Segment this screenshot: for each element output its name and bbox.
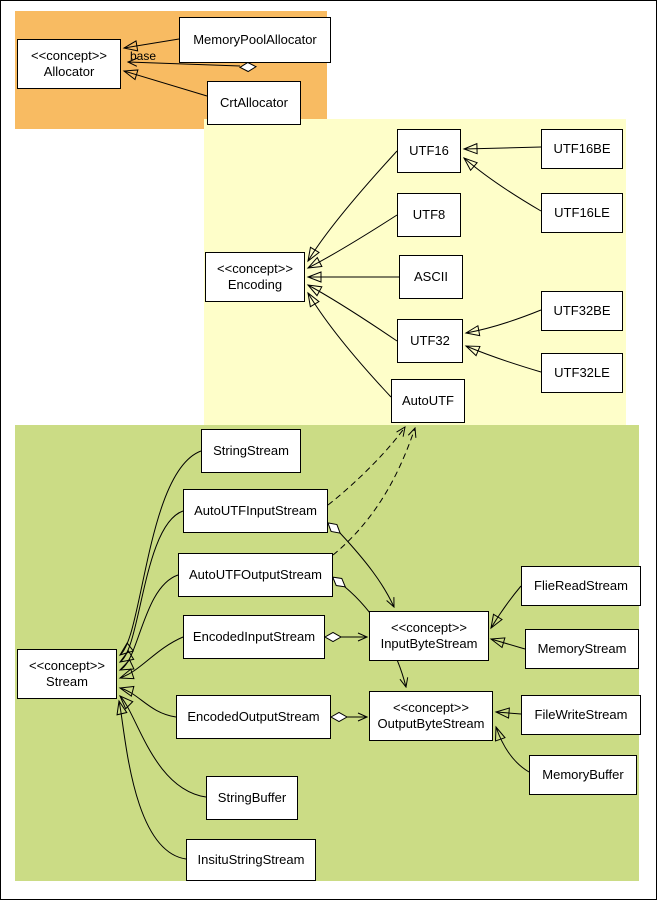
stereotype-label: <<concept>>	[217, 261, 293, 276]
node-label: MemoryPoolAllocator	[193, 32, 317, 47]
stereotype-label: <<concept>>	[391, 620, 467, 635]
edge-utf16le-to-utf16	[462, 157, 542, 212]
edge-insitustringstream-to-stream	[116, 699, 187, 860]
node-utf16: UTF16	[397, 129, 461, 173]
edge-encodedoutputstream-to-stream	[118, 685, 177, 718]
edge-memorypoolallocator-to-allocator	[122, 38, 180, 52]
node-label: MemoryStream	[537, 641, 627, 656]
node-stream-concept: <<concept>> Stream	[17, 649, 117, 699]
node-label: UTF16BE	[553, 141, 611, 156]
node-fliereadstream: FlieReadStream	[521, 566, 641, 606]
node-label: InsituStringStream	[197, 852, 305, 867]
node-label: MemoryBuffer	[542, 767, 624, 782]
node-utf32le: UTF32LE	[541, 353, 623, 393]
node-label: StringBuffer	[217, 790, 287, 805]
node-autoutfoutputstream: AutoUTFOutputStream	[178, 553, 333, 597]
node-memorypoolallocator: MemoryPoolAllocator	[179, 17, 331, 63]
node-allocator-concept: <<concept>> Allocator	[17, 39, 121, 89]
edge-stringstream-to-stream	[118, 450, 202, 656]
node-label: AutoUTF	[401, 393, 454, 408]
node-encodedoutputstream: EncodedOutputStream	[176, 695, 331, 739]
node-stringstream: StringStream	[201, 429, 301, 473]
node-label: Encoding	[227, 277, 283, 292]
edge-utf32be-to-utf32	[464, 309, 542, 337]
edge-memorybuffer-to-outputbytestream	[494, 725, 530, 773]
edge-fliereadstream-to-inputbytestream	[490, 585, 522, 630]
edge-autoutfinputstream-dep-autoutf	[327, 427, 405, 506]
edge-autoutfoutputstream-to-stream	[118, 574, 179, 671]
node-label: Allocator	[43, 64, 95, 79]
edge-utf8-to-encoding	[306, 214, 398, 269]
node-label: ASCII	[414, 269, 448, 284]
node-utf16le: UTF16LE	[541, 193, 623, 233]
edge-utf16-to-encoding	[307, 150, 398, 263]
node-filewritestream: FileWriteStream	[521, 695, 641, 735]
node-utf32be: UTF32BE	[541, 291, 623, 331]
node-label: UTF32	[410, 333, 450, 348]
node-utf16be: UTF16BE	[541, 129, 623, 169]
aggregation-diamond-base	[238, 61, 258, 73]
edge-memorypoolallocator-base-to-allocator	[128, 62, 241, 66]
node-autoutf: AutoUTF	[391, 379, 465, 423]
node-label: UTF32LE	[554, 365, 610, 380]
stereotype-label: <<concept>>	[31, 48, 107, 63]
node-label: StringStream	[213, 443, 289, 458]
edge-encodedinputstream-to-stream	[118, 636, 184, 680]
node-label: EncodedOutputStream	[187, 709, 320, 724]
node-insitustringstream: InsituStringStream	[186, 839, 316, 881]
node-encodedinputstream: EncodedInputStream	[183, 615, 325, 659]
node-ascii: ASCII	[399, 255, 463, 299]
node-outputbytestream-concept: <<concept>> OutputByteStream	[369, 691, 493, 741]
node-label: AutoUTFInputStream	[194, 503, 317, 518]
edge-memorystream-to-inputbytestream	[489, 637, 526, 650]
edge-utf32le-to-utf32	[464, 345, 542, 373]
node-label: CrtAllocator	[220, 95, 288, 110]
edge-filewritestream-to-outputbytestream	[494, 707, 522, 719]
edge-autoutf-to-encoding	[307, 291, 392, 398]
node-label: InputByteStream	[380, 636, 478, 651]
node-label: UTF8	[412, 207, 446, 222]
edge-autoutfinputstream-to-inputbytestream	[339, 532, 394, 607]
node-autoutfinputstream: AutoUTFInputStream	[183, 489, 328, 533]
aggregation-diamond-encodedoutput	[329, 711, 349, 723]
node-label: EncodedInputStream	[192, 629, 316, 644]
node-memorybuffer: MemoryBuffer	[529, 755, 637, 795]
edge-utf32-to-encoding	[306, 284, 398, 342]
edge-crtallocator-to-allocator	[122, 69, 208, 97]
node-label: UTF16LE	[554, 205, 610, 220]
node-label: FlieReadStream	[534, 578, 628, 593]
edge-autoutfinputstream-to-stream	[118, 510, 184, 663]
node-label: UTF16	[409, 143, 449, 158]
node-encoding-concept: <<concept>> Encoding	[205, 252, 305, 302]
node-label: UTF32BE	[553, 303, 611, 318]
node-memorystream: MemoryStream	[525, 629, 639, 669]
aggregation-diamond-encodedinput	[323, 631, 343, 643]
edge-label-base: base	[130, 49, 157, 63]
node-utf32: UTF32	[397, 319, 463, 363]
node-crtallocator: CrtAllocator	[207, 81, 301, 125]
node-label: Stream	[46, 674, 88, 689]
edge-utf16be-to-utf16	[462, 142, 542, 155]
node-label: OutputByteStream	[377, 716, 485, 731]
node-label: FileWriteStream	[534, 707, 628, 722]
stereotype-label: <<concept>>	[393, 700, 469, 715]
stereotype-label: <<concept>>	[29, 658, 105, 673]
node-stringbuffer: StringBuffer	[206, 776, 298, 820]
node-utf8: UTF8	[397, 193, 461, 237]
edge-autoutfoutputstream-dep-autoutf	[332, 428, 415, 556]
node-inputbytestream-concept: <<concept>> InputByteStream	[369, 611, 489, 661]
node-label: AutoUTFOutputStream	[189, 567, 322, 582]
